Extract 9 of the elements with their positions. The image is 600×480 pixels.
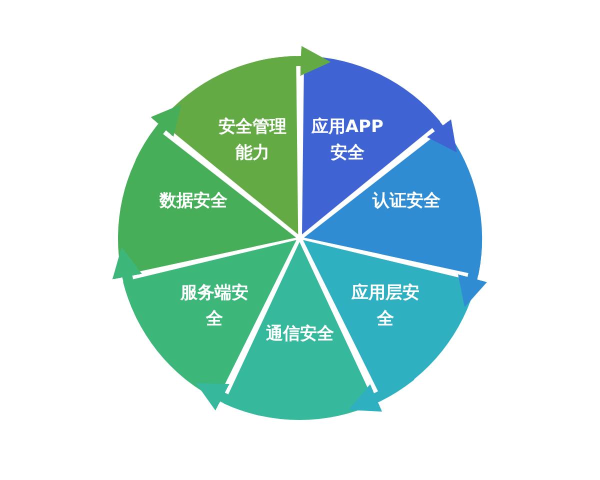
segment-label: 服务端安全	[179, 282, 250, 332]
segment-label: 应用层安全	[350, 282, 420, 332]
segment-label: 安全管理能力	[218, 116, 288, 165]
arrow	[196, 384, 263, 416]
segment-label: 数据安全	[158, 190, 229, 213]
arrow	[258, 46, 331, 76]
segment-label: 认证安全	[371, 190, 442, 213]
segment-label: 应用APP安全	[310, 116, 384, 165]
segment-label: 通信安全	[264, 323, 335, 346]
